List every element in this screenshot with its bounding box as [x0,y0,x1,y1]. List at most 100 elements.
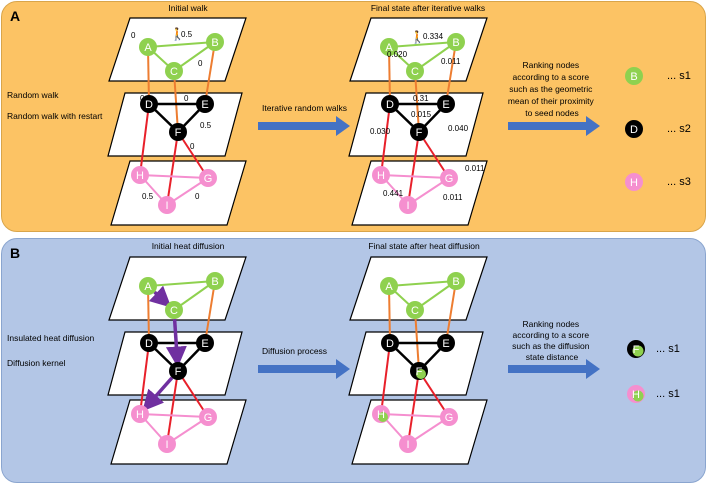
weight-label: 0.011 [443,193,463,202]
edge [418,131,450,179]
node-label: E [201,338,208,350]
node-label: G [445,412,454,424]
heat-marker [632,345,644,357]
weight-label: 0 [195,192,200,201]
node-e: E [437,334,455,352]
node-circle [165,62,183,80]
node-label: B [630,71,637,83]
node-label: F [175,127,182,139]
edge [204,280,216,344]
edge [388,280,457,287]
node-label: G [445,173,454,185]
node-circle [196,334,214,352]
process-arrow [508,359,600,379]
rank-score-h-heat: ... s1 [656,388,680,400]
node-b: B [447,33,465,51]
panel-a-process-label: Iterative random walks [262,103,347,113]
node-a: A [139,38,157,56]
node-label: I [165,200,168,212]
weight-label: 0.040 [448,124,469,133]
process-arrow [258,116,350,136]
node-circle [406,62,424,80]
final-walk-weights: 0.334 0.020 0.011 0.31 0.015 0.030 0.040… [370,32,485,202]
edge [147,46,150,105]
node-e: E [196,334,214,352]
rank-node-d: D [625,120,643,138]
edge [407,370,420,445]
weight-label: 0.5 [142,192,154,201]
weight-label: 0.5 [200,121,212,130]
node-label: D [145,338,153,350]
rank-node-b: B [625,67,643,85]
node-label: D [386,99,394,111]
rank-node-f: F [627,340,645,358]
edge [418,370,450,418]
node-circle [625,120,643,138]
panel-a-letter: A [10,8,20,24]
node-b: B [206,33,224,51]
panel-b-rank-description: Ranking nodes according to a score such … [512,319,592,362]
node-circle [437,334,455,352]
node-label: D [386,338,394,350]
node-circle [206,272,224,290]
node-f: F [169,362,187,380]
weight-label: 0 [140,94,145,103]
node-label: C [411,305,419,317]
node-h: H [131,405,149,423]
edge [445,41,457,105]
edge [380,174,450,179]
panel-b-method-insulated: Insulated heat diffusion [7,333,95,343]
edge [139,103,150,176]
node-circle [399,435,417,453]
edge [139,342,150,415]
node-circle [140,95,158,113]
process-arrow [258,359,350,379]
process-arrow [508,116,600,136]
weight-label: 0.334 [423,32,444,41]
node-label: F [175,366,182,378]
node-label: B [211,37,218,49]
node-circle [381,334,399,352]
edge [147,41,216,48]
node-circle [165,301,183,319]
panel-b-final-title: Final state after heat diffusion [368,241,480,251]
node-circle [169,362,187,380]
node-a: A [380,38,398,56]
node-circle [447,272,465,290]
node-d: D [381,334,399,352]
weight-label: 0.020 [387,50,408,59]
node-label: B [452,37,459,49]
bottom-plane [110,399,247,465]
node-c: C [165,62,183,80]
node-label: F [416,366,423,378]
weight-label: 0.030 [370,127,391,136]
edge [204,41,216,105]
edge [166,370,179,445]
weight-label: 0 [184,94,189,103]
node-label: H [136,409,144,421]
node-circle [131,166,149,184]
weight-label: 0.015 [411,110,432,119]
node-e: E [196,95,214,113]
node-i: I [399,435,417,453]
node-circle [196,95,214,113]
weight-label: 0.5 [181,30,193,39]
bottom-plane [351,399,488,465]
node-label: A [144,281,152,293]
node-h: H [372,405,390,423]
node-c: C [165,301,183,319]
node-label: F [416,127,423,139]
node-circle [440,408,458,426]
panel-b-initial-title: Initial heat diffusion [152,241,225,251]
weight-label: 0 [190,142,195,151]
node-label: H [630,177,638,189]
node-label: E [442,99,449,111]
edge [147,285,150,344]
edge [139,413,209,418]
node-circle [206,33,224,51]
node-circle [406,301,424,319]
panel-b-letter: B [10,245,20,261]
edge [388,46,391,105]
heat-flow-arrow [142,376,174,412]
